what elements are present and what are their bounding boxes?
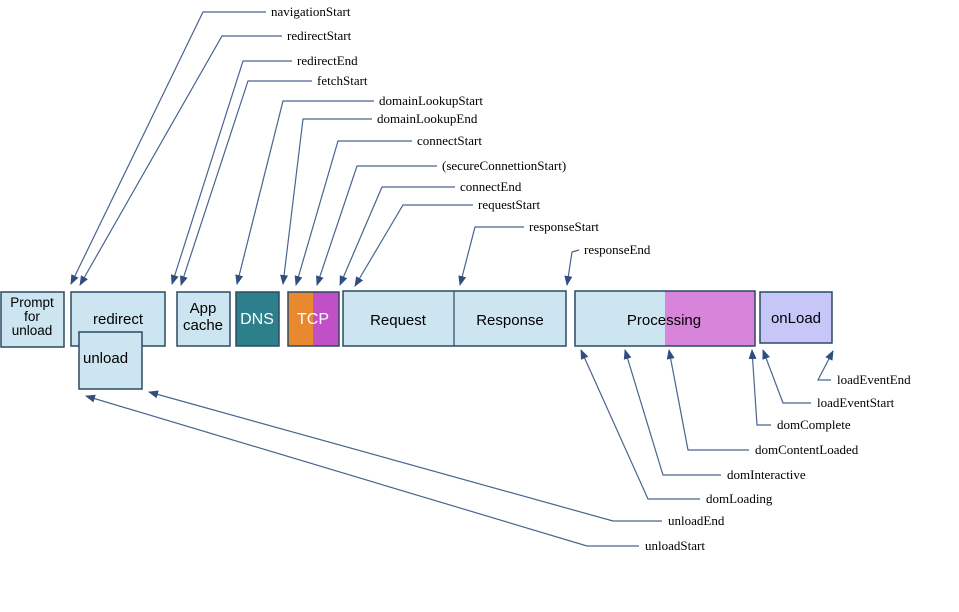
box-redirect-label: redirect [93,311,144,328]
callout-loadEventEnd-label: loadEventEnd [837,372,911,387]
callout-redirectStart-label: redirectStart [287,28,352,43]
callout-responseStart-leader-line [458,226,524,286]
callout-connectStart-label: connectStart [417,133,482,148]
callout-fetchStart-leader-line [180,80,312,286]
callout-domainLookupEnd-label: domainLookupEnd [377,111,478,126]
box-tcp-fill [288,292,313,346]
callout-connectEnd: connectEnd [339,179,522,286]
callout-loadEventStart: loadEventStart [762,349,895,410]
box-app-cache-label: App [190,300,217,317]
callout-secureConnectionStart-label: (secureConnettionStart) [442,158,566,173]
callout-fetchStart: fetchStart [180,73,368,286]
box-dns: DNS [235,291,280,347]
callout-unloadEnd: unloadEnd [148,390,725,528]
callout-domInteractive-label: domInteractive [727,467,806,482]
callout-loadEventStart-label: loadEventStart [817,395,895,410]
box-onload-outline [759,291,833,344]
callout-secureConnectionStart: (secureConnettionStart) [316,158,566,286]
callout-navigationStart-leader-line [70,11,266,285]
box-dns-label: DNS [240,311,274,328]
box-processing-fill [665,291,755,346]
callout-unloadStart: unloadStart [85,394,705,553]
box-dns-fill [236,292,279,346]
callout-connectStart-leader-line [294,140,412,286]
callout-domContentLoaded-leader-line [666,349,749,451]
callout-domainLookupStart-label: domainLookupStart [379,93,483,108]
box-onload: onLoad [759,291,833,344]
box-unload: unload [78,331,143,390]
box-tcp-outline [287,291,340,347]
box-dns-outline [235,291,280,347]
box-tcp-fill [313,292,339,346]
callout-redirectStart: redirectStart [79,28,352,286]
callout-domInteractive-leader-line [623,349,721,476]
callout-domComplete-label: domComplete [777,417,851,432]
box-request-response-label: Request [370,312,427,329]
callout-requestStart-leader-line [354,204,473,287]
callout-domComplete-leader-line [748,349,771,426]
callout-domainLookupStart-leader-line [235,100,374,285]
callout-responseEnd-leader-line [564,249,580,286]
callout-redirectEnd-leader-line [170,60,292,285]
callout-responseStart: responseStart [458,219,599,286]
callout-redirectEnd: redirectEnd [170,53,358,285]
box-prompt-for-unload-label: unload [12,323,53,338]
box-tcp: TCP [287,291,340,347]
box-request-response: Request Response [342,290,567,347]
box-onload-label: onLoad [771,310,821,327]
callout-unloadEnd-leader-line [148,390,662,522]
callout-responseStart-label: responseStart [529,219,599,234]
callout-domInteractive: domInteractive [623,349,806,482]
box-onload-fill [760,292,832,343]
callout-domainLookupStart: domainLookupStart [235,93,483,285]
box-prompt-for-unload-label: for [24,309,40,324]
callout-responseEnd: responseEnd [564,242,651,286]
box-tcp-label: TCP [297,311,329,328]
box-prompt-for-unload-label: Prompt [10,295,54,310]
callout-loadEventEnd: loadEventEnd [817,350,911,387]
callout-navigationStart-label: navigationStart [271,4,351,19]
box-unload-label: unload [83,350,128,367]
box-processing: Processing [574,290,756,347]
callout-redirectStart-leader-line [79,35,282,286]
callout-requestStart-label: requestStart [478,197,540,212]
box-app-cache-label: cache [183,317,223,334]
box-unload-fill [79,332,142,389]
callout-domComplete: domComplete [748,349,851,432]
callout-fetchStart-label: fetchStart [317,73,368,88]
callout-redirectEnd-label: redirectEnd [297,53,358,68]
callout-domLoading: domLoading [580,349,773,506]
callout-navigationStart: navigationStart [70,4,351,285]
box-prompt-for-unload-outline [0,291,65,348]
box-unload-outline [78,331,143,390]
box-request-response-label: Response [476,312,544,329]
callout-responseEnd-label: responseEnd [584,242,651,257]
callout-domLoading-leader-line [580,349,700,500]
callout-domContentLoaded: domContentLoaded [666,349,859,457]
callout-connectEnd-leader-line [339,186,455,286]
callout-loadEventStart-leader-line [762,349,811,404]
callout-connectStart: connectStart [294,133,482,286]
callout-loadEventEnd-leader-line [817,350,834,381]
callout-domainLookupEnd-leader-line [280,118,372,285]
box-prompt-for-unload-fill [1,292,64,347]
callout-requestStart: requestStart [354,197,540,287]
box-processing-label: Processing [627,312,701,329]
box-app-cache-fill [177,292,230,346]
callout-unloadStart-leader-line [85,394,639,547]
box-processing-fill [575,291,665,346]
box-processing-outline [574,290,756,347]
callout-domLoading-label: domLoading [706,491,773,506]
callout-unloadEnd-label: unloadEnd [668,513,725,528]
callout-secureConnectionStart-leader-line [316,165,437,286]
callout-connectEnd-label: connectEnd [460,179,522,194]
callout-unloadStart-label: unloadStart [645,538,705,553]
callout-domainLookupEnd: domainLookupEnd [280,111,478,285]
callout-domContentLoaded-label: domContentLoaded [755,442,859,457]
box-app-cache-outline [176,291,231,347]
